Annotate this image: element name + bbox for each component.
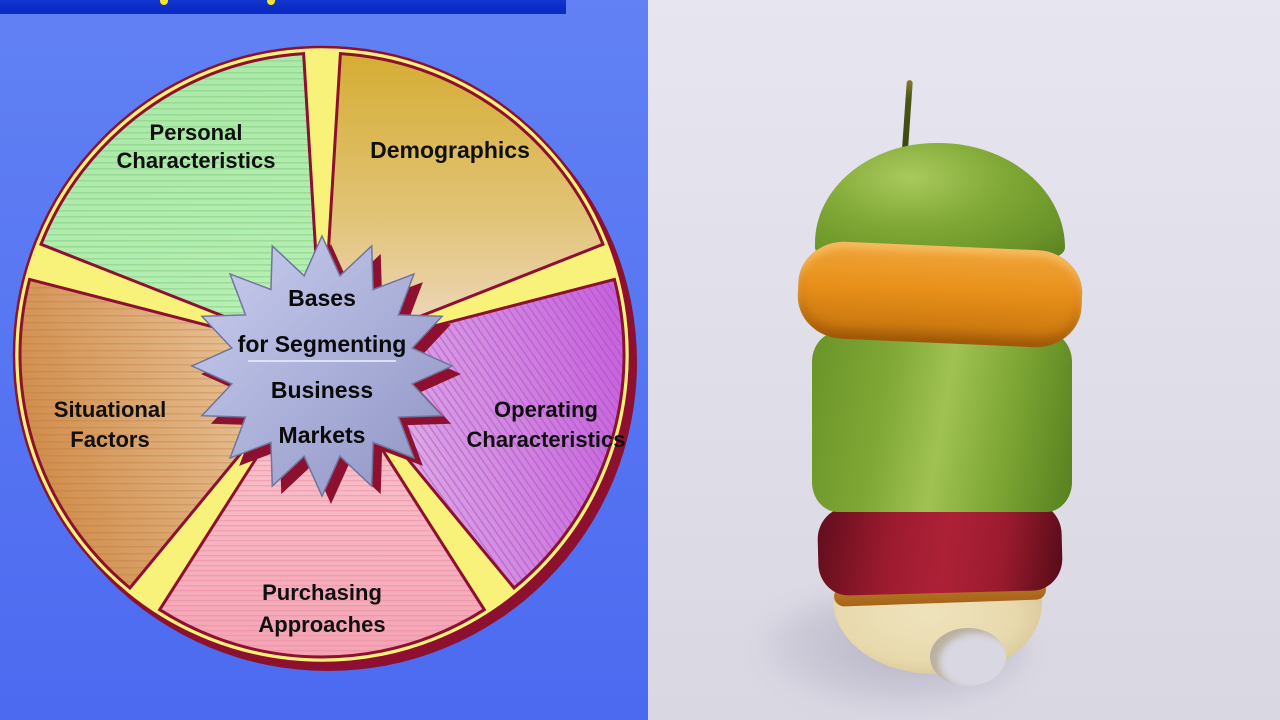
segment-label: Characteristics [467,427,626,452]
segment-texture [159,355,485,658]
segment-label: Situational [54,397,166,422]
segment-label: Operating [494,397,598,422]
segment-purchasing-approaches: Purchasing Approaches [157,352,487,659]
segment-label: Approaches [258,612,385,637]
orange-slice [796,239,1084,350]
bite-mark [930,628,1006,686]
segment-shape [322,53,603,355]
segment-label: Characteristics [117,148,276,173]
segmentation-wheel: Personal Characteristics Demographics Op… [12,45,637,671]
title-text-remnant-dot [160,0,168,5]
title-text-remnant-dot [267,0,275,5]
fruit-photo [648,0,1280,720]
diagram-panel: Personal Characteristics Demographics Op… [0,0,648,720]
segment-outline [157,352,487,659]
center-title-line: for Segmenting [238,331,407,357]
segment-label: Purchasing [262,580,382,605]
segment-label: Personal [150,120,243,145]
segment-label: Factors [70,427,149,452]
center-title-line: Business [271,377,373,403]
segment-outline [39,52,324,358]
segment-outline [18,277,325,591]
center-title-line: Bases [288,285,356,311]
starburst [190,234,454,498]
segment-outline [319,277,626,591]
segment-texture [41,53,322,355]
center-title-line: Markets [279,422,366,448]
red-apple-slice [816,501,1064,597]
title-bar [0,0,566,14]
segment-label: Demographics [370,137,530,163]
segment-personal-characteristics: Personal Characteristics [39,52,324,358]
green-apple-top-slice [815,143,1065,258]
segment-outline [320,52,605,358]
segment-demographics: Demographics [320,52,605,358]
green-apple-middle-slice [812,332,1072,512]
